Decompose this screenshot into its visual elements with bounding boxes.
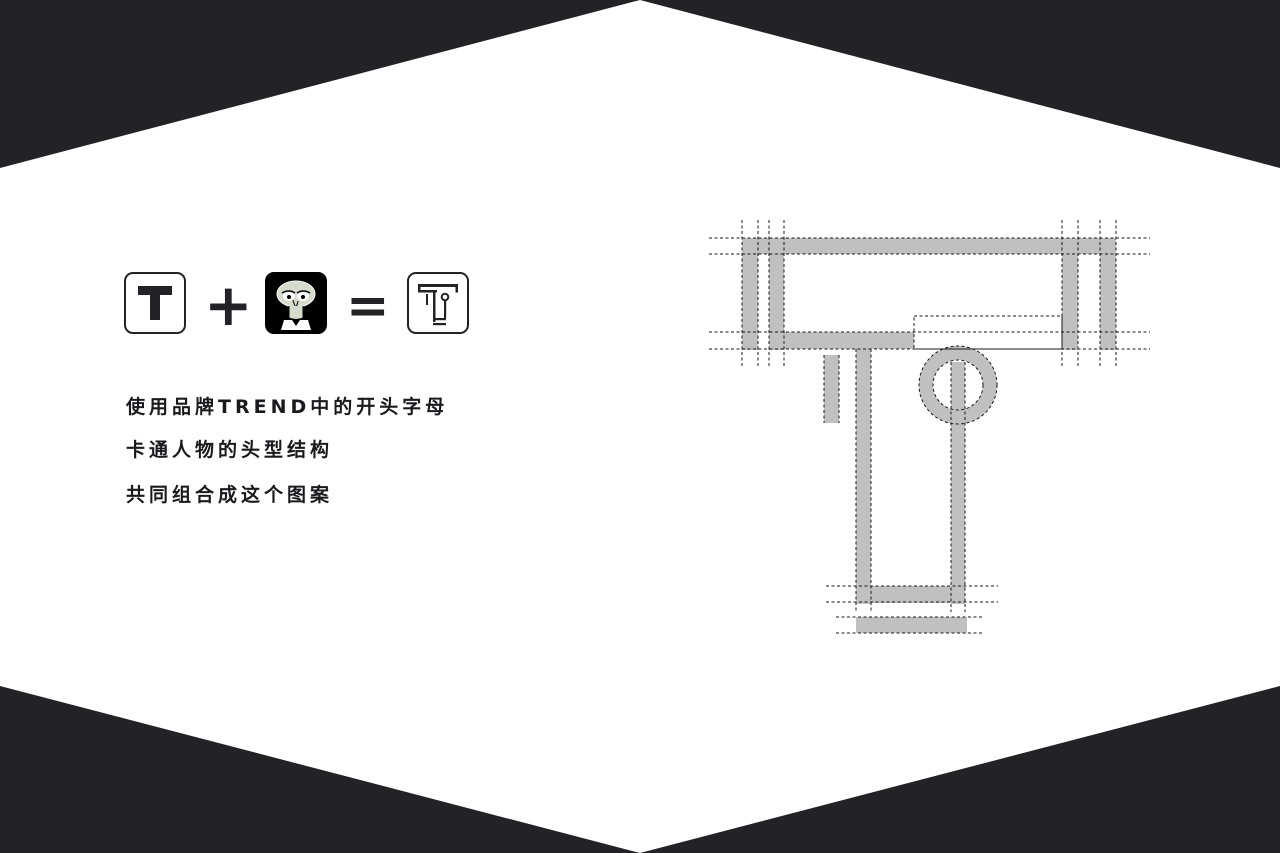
caption-line-2: 卡通人物的头型结构 [126,439,334,461]
left-stem-inner [769,238,784,350]
cartoon-head-icon [265,272,327,334]
top-right-wedge [640,0,1280,168]
combined-logo-icon [407,272,469,334]
middle-bar [784,332,914,349]
top-left-wedge [0,0,640,168]
bottom-bar-1 [856,586,965,603]
right-stem-outer [1100,238,1116,350]
bottom-bar-2 [856,617,967,633]
plus-sign: + [204,271,253,339]
caption-line-1: 使用品牌TREND中的开头字母 [126,396,449,418]
main-stem [856,348,871,604]
bottom-left-wedge [0,686,640,853]
left-stem-outer [742,238,758,350]
equals-sign: = [346,276,390,336]
right-stem-inner [1062,238,1078,350]
letter-t-icon [124,272,186,334]
construction-guides [709,220,1150,634]
top-bar [742,238,1116,254]
short-bar [824,355,839,423]
caption-line-3: 共同组合成这个图案 [126,484,334,506]
circle-stem [951,362,965,604]
gray-strokes [742,238,1116,633]
bottom-right-wedge [640,686,1280,853]
logo-construction-diagram [709,220,1150,634]
head-circle [919,346,997,424]
